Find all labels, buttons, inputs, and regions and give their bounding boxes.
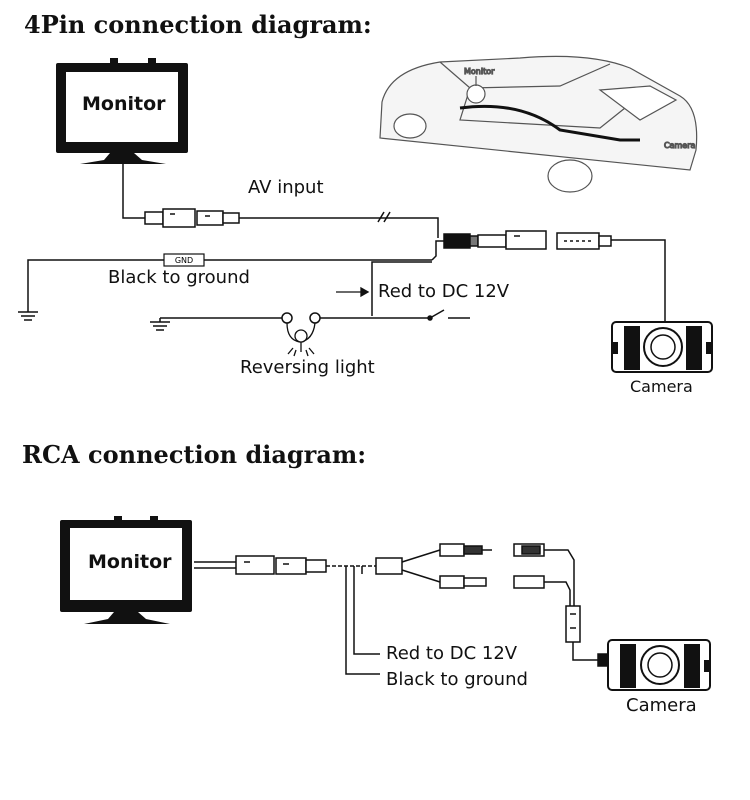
av-input-label: AV input (248, 177, 324, 198)
monitor-label-rca: Monitor (88, 551, 172, 573)
camera-label-rca: Camera (626, 695, 697, 716)
svg-text:GND: GND (175, 256, 193, 265)
power-wires-rca (345, 566, 380, 675)
power-wires (27, 240, 444, 316)
arrow-icon (336, 286, 370, 298)
car-icon: Monitor Camera (379, 55, 698, 193)
section-title-4pin: 4Pin connection diagram: (24, 10, 372, 39)
ground-symbol-left (18, 311, 38, 321)
rca-cable (194, 543, 609, 667)
reversing-light-label: Reversing light (240, 357, 375, 378)
red-to-dc-label: Red to DC 12V (378, 281, 510, 302)
black-to-ground-label: Black to ground (108, 267, 250, 288)
camera-connector (443, 230, 666, 322)
svg-text:Monitor: Monitor (464, 67, 495, 76)
monitor-icon-rca (60, 516, 192, 624)
section-title-rca: RCA connection diagram: (22, 440, 367, 469)
svg-text:Camera: Camera (664, 141, 695, 150)
gnd-tag: GND (163, 253, 205, 267)
reversing-light-bulb-icon (286, 322, 316, 357)
monitor-icon (56, 58, 188, 164)
camera-icon-1 (611, 321, 713, 373)
camera-icon-2 (607, 639, 711, 691)
reversing-light-circuit (160, 309, 470, 324)
av-cable (122, 164, 439, 238)
black-to-ground-label-rca: Black to ground (386, 669, 528, 690)
red-to-dc-label-rca: Red to DC 12V (386, 643, 518, 664)
camera-label: Camera (630, 377, 693, 396)
monitor-label: Monitor (82, 93, 166, 115)
ground-symbol-reverse (150, 318, 170, 331)
